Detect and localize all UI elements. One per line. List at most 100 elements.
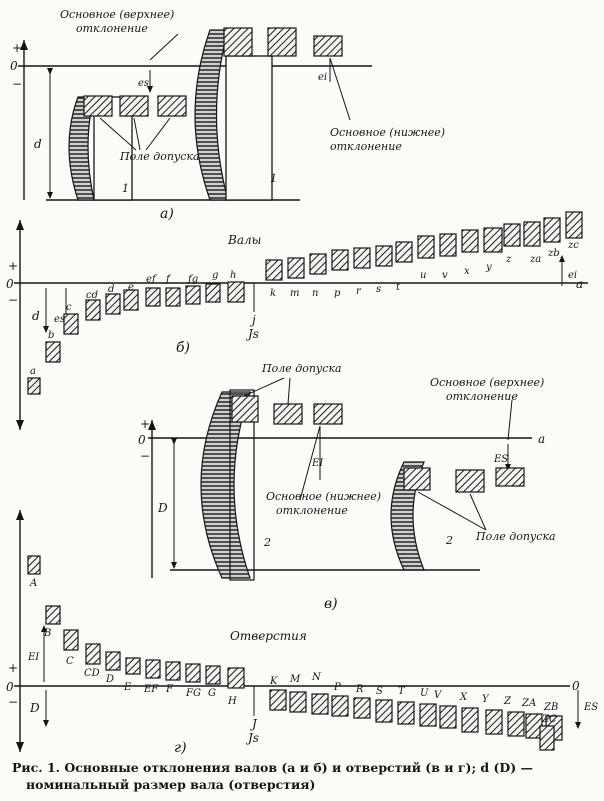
panel-b-zero: 0	[6, 277, 14, 291]
panel-c-leader-lower	[299, 425, 321, 501]
panel-a-lower-dev-1: Основное (нижнее)	[330, 126, 445, 139]
panel-b-ei-label: ei	[568, 270, 577, 281]
panel-a-tolerance-box-2	[119, 95, 149, 117]
panel-d-letter-m: M	[289, 674, 301, 685]
panel-d-field-z	[507, 711, 525, 737]
panel-b-field-zb	[543, 217, 561, 243]
panel-d-letter-r: R	[355, 684, 364, 695]
panel-c-leader-top-2	[287, 377, 291, 405]
panel-d-field-k	[269, 689, 287, 711]
panel-c-two-right: 2	[445, 534, 453, 547]
panel-b-minus: −	[8, 293, 18, 307]
panel-b-letter-c: c	[66, 302, 72, 313]
panel-a-plus: +	[12, 41, 22, 55]
panel-d-D-label: D	[29, 701, 40, 715]
panel-a-tolerance-box-3	[157, 95, 187, 117]
panel-b-tolerance-fields	[27, 211, 583, 395]
panel-c-two-left: 2	[263, 536, 271, 549]
panel-b-field-b	[45, 341, 61, 363]
panel-d-letter-fg: FG	[185, 688, 201, 699]
panel-d-tag: г)	[174, 740, 187, 756]
panel-d-field-u	[419, 703, 437, 727]
panel-d-field-t	[397, 701, 415, 725]
panel-b-letter-g: g	[212, 270, 218, 281]
panel-b-field-za	[523, 221, 541, 247]
panel-b-d-label: d	[32, 309, 40, 323]
panel-c-upper-dev-2: отклонение	[446, 390, 518, 403]
panel-d-field-n	[311, 693, 329, 715]
panel-b-field-r	[353, 247, 371, 269]
panel-b-field-k	[265, 259, 283, 281]
panel-d-field-v	[439, 705, 457, 729]
panel-b-field-h	[227, 281, 245, 303]
panel-b-plus: +	[8, 259, 18, 273]
panel-b-field-d	[105, 293, 121, 315]
panel-c-tolerance-top: Поле допуска	[261, 362, 342, 375]
panel-b-field-v	[439, 233, 457, 257]
panel-a-tolerance-box-4	[223, 27, 253, 57]
panel-c-zero: 0	[138, 433, 146, 447]
panel-a-shaft-right	[225, 55, 273, 201]
panel-d-letter-g: G	[208, 688, 216, 699]
panel-c-axis-arrow-up	[148, 420, 156, 430]
panel-b-axis-a: a	[576, 277, 583, 291]
panel-b-field-e	[123, 289, 139, 311]
panel-d-letter-v: V	[434, 690, 443, 701]
panel-b-letter-a: a	[30, 366, 36, 377]
panel-a-minus: −	[12, 77, 22, 91]
panel-b-field-u	[417, 235, 435, 259]
panel-b-title: Валы	[227, 233, 261, 247]
panel-a-zero: 0	[10, 59, 18, 73]
panel-d-field-a	[27, 555, 41, 575]
panel-d-letter-k: K	[269, 676, 278, 687]
panel-b-field-t	[395, 241, 413, 263]
panel-a-leader-lower	[329, 57, 351, 121]
panel-d-letter-zc: ZC	[541, 714, 557, 725]
panel-c-tolerance-right: Поле допуска	[475, 530, 556, 543]
panel-d-field-h	[227, 667, 245, 689]
panel-a-shaft-ring-right	[194, 29, 229, 201]
panel-d-field-d	[105, 651, 121, 671]
panel-c-lower-dev-2: отклонение	[276, 504, 348, 517]
panel-a: + 0 − d es ei Основное (верхнее) отклоне…	[10, 8, 445, 222]
panel-a-upper-dev-2: отклонение	[76, 22, 148, 35]
panel-a-leader-upper	[149, 33, 179, 61]
panel-b-letter-cd: cd	[86, 290, 98, 301]
panel-d-EI-label: EI	[27, 652, 40, 663]
panel-b-axis-arrow-down	[16, 420, 24, 430]
panel-b-letter-zb: zb	[547, 248, 560, 259]
panel-b-field-s	[375, 245, 393, 267]
panel-c-minus: −	[140, 449, 150, 463]
panel-a-d-label: d	[34, 137, 42, 151]
panel-d-js: Js	[245, 731, 259, 745]
panel-d-plus: +	[8, 661, 18, 675]
caption-line-1: Рис. 1. Основные отклонения валов (a и б…	[12, 760, 534, 775]
panel-b-letter-za: za	[529, 254, 541, 265]
panel-b-letter-v: v	[442, 270, 448, 281]
panel-d-letter-z: Z	[503, 696, 512, 707]
panel-b-field-ef	[145, 287, 161, 307]
caption-line-2: номинальный размер вала (отверстия)	[26, 777, 316, 792]
panel-c-tolerance-box-4	[403, 467, 431, 491]
panel-a-leader-3	[145, 117, 171, 151]
panel-b-field-c	[63, 313, 79, 335]
panel-b-field-g	[205, 283, 221, 303]
panel-b-letter-n: n	[312, 288, 318, 299]
panel-d-field-fg	[185, 663, 201, 683]
panel-c-D-label: D	[157, 501, 168, 515]
panel-c-lower-dev-1: Основное (нижнее)	[266, 490, 381, 503]
panel-d-letter-u: U	[420, 688, 429, 699]
panel-d-title: Отверстия	[230, 629, 307, 643]
panel-a-ei-label: ei	[318, 72, 327, 83]
panel-b-letter-u: u	[420, 270, 426, 281]
panel-b-letter-b: b	[48, 330, 54, 341]
panel-c-tolerance-box-5	[455, 469, 485, 493]
panel-c-axis-a: a	[538, 432, 545, 446]
panel-d-zero: 0	[6, 680, 14, 694]
panel-d-letter-f: F	[165, 684, 174, 695]
panel-d-letter-x: X	[459, 692, 468, 703]
panel-c-leader-right-1	[469, 493, 487, 531]
panel-d-letter-e: E	[123, 682, 132, 693]
